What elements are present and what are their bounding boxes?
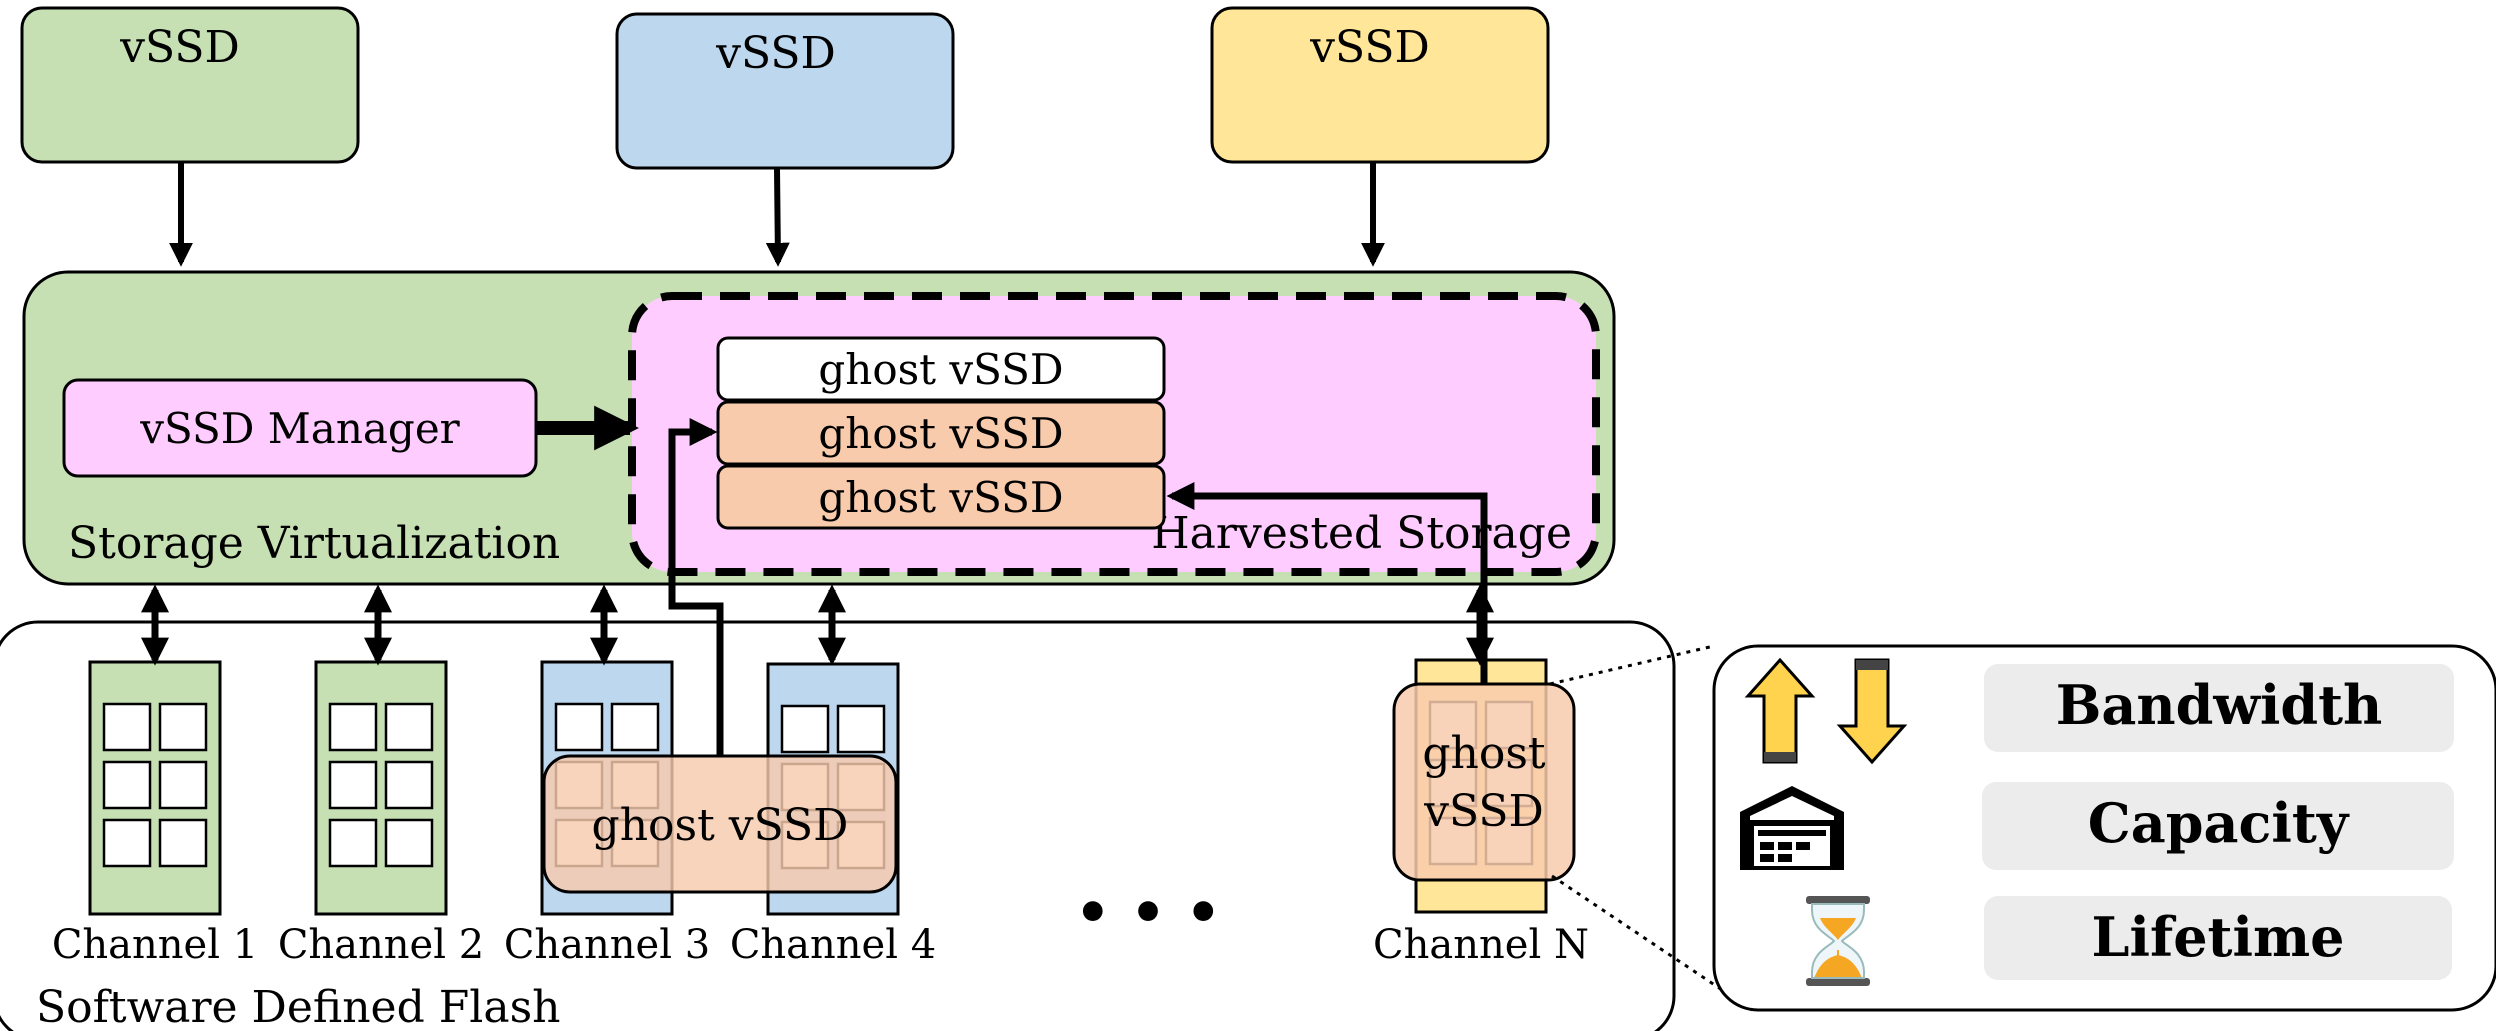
arrow-ghost-span-to-list: [668, 418, 724, 756]
bandwidth-arrows-icon: [1744, 657, 1908, 765]
ghost-vssd-channel-n-label-2: vSSD: [1423, 786, 1544, 837]
flash-block: [328, 818, 378, 868]
channel-label: Channel 1: [52, 922, 258, 968]
ghost-list-item: [716, 400, 1166, 466]
ghost-list-item: [716, 336, 1166, 402]
flash-block: [554, 702, 604, 752]
ghost-vssd-span-label: ghost vSSD: [592, 800, 849, 851]
harvested-storage-label: Harvested Storage: [1151, 508, 1572, 559]
ghost-list-item-label: ghost vSSD: [818, 345, 1063, 394]
bandwidth-label: Bandwidth: [2056, 673, 2383, 737]
flash-block: [102, 760, 152, 810]
capacity-pill: [1982, 782, 2454, 870]
hourglass-icon: [1806, 896, 1870, 986]
channel-label: Channel 2: [278, 922, 484, 968]
flash-block: [158, 818, 208, 868]
top-vssd-3-box: [1210, 6, 1550, 164]
flash-block: [384, 818, 434, 868]
flash-block: [836, 704, 886, 754]
ghost-vssd-channel-n-box: [1392, 682, 1576, 882]
lifetime-pill: [1984, 896, 2452, 980]
lifetime-label: Lifetime: [2091, 905, 2344, 969]
channel-ellipsis: • • •: [1075, 880, 1221, 946]
warehouse-icon: [1740, 786, 1844, 870]
storage-virtualization-label: Storage Virtualization: [68, 518, 560, 569]
flash-block: [780, 704, 830, 754]
arrow-vssd2-down: [765, 168, 790, 267]
bandwidth-pill: [1984, 664, 2454, 752]
top-vssd-1-label: vSSD: [119, 22, 240, 73]
flash-block: [102, 818, 152, 868]
flash-block: [158, 760, 208, 810]
top-vssd-2-box: [615, 12, 955, 170]
flash-block: [158, 702, 208, 752]
arrow-ghost-n-to-list: [1166, 482, 1488, 684]
ghost-list-item: [716, 464, 1166, 530]
zoom-line-top: [1549, 644, 1715, 686]
ghost-vssd-span: ghost vSSD: [542, 754, 898, 894]
channel-label: Channel 4: [730, 922, 936, 968]
flash-block: [328, 760, 378, 810]
flash-block: [328, 702, 378, 752]
top-vssd-2-label: vSSD: [715, 28, 836, 79]
flash-block: [102, 702, 152, 752]
top-vssd-1: vSSD: [20, 6, 360, 164]
vssd-manager-label: vSSD Manager: [139, 404, 460, 453]
capacity-label: Capacity: [2088, 791, 2350, 855]
channel-label: Channel N: [1373, 922, 1589, 968]
top-vssd-1-box: [20, 6, 360, 164]
channel-links: [141, 584, 1494, 666]
ghost-list-item-label: ghost vSSD: [818, 473, 1063, 522]
flash-block: [384, 702, 434, 752]
software-defined-flash-label: Software Defined Flash: [36, 982, 561, 1031]
resource-panel: Bandwidth Capacity Lifetime: [1712, 644, 2496, 1012]
top-vssd-3: vSSD: [1210, 6, 1550, 164]
flash-block: [610, 702, 660, 752]
ghost-vssd-channel-n-label-1: ghost: [1422, 728, 1546, 779]
channel-label: Channel 3: [504, 922, 710, 968]
top-vssd-3-label: vSSD: [1309, 22, 1430, 73]
ghost-list-item-label: ghost vSSD: [818, 409, 1063, 458]
storage-virtualization: Storage Virtualization vSSD Manager Harv…: [22, 270, 1616, 586]
ghost-vssd-channel-n: ghost vSSD: [1392, 682, 1576, 882]
flash-block: [384, 760, 434, 810]
top-vssd-2: vSSD: [615, 12, 955, 170]
